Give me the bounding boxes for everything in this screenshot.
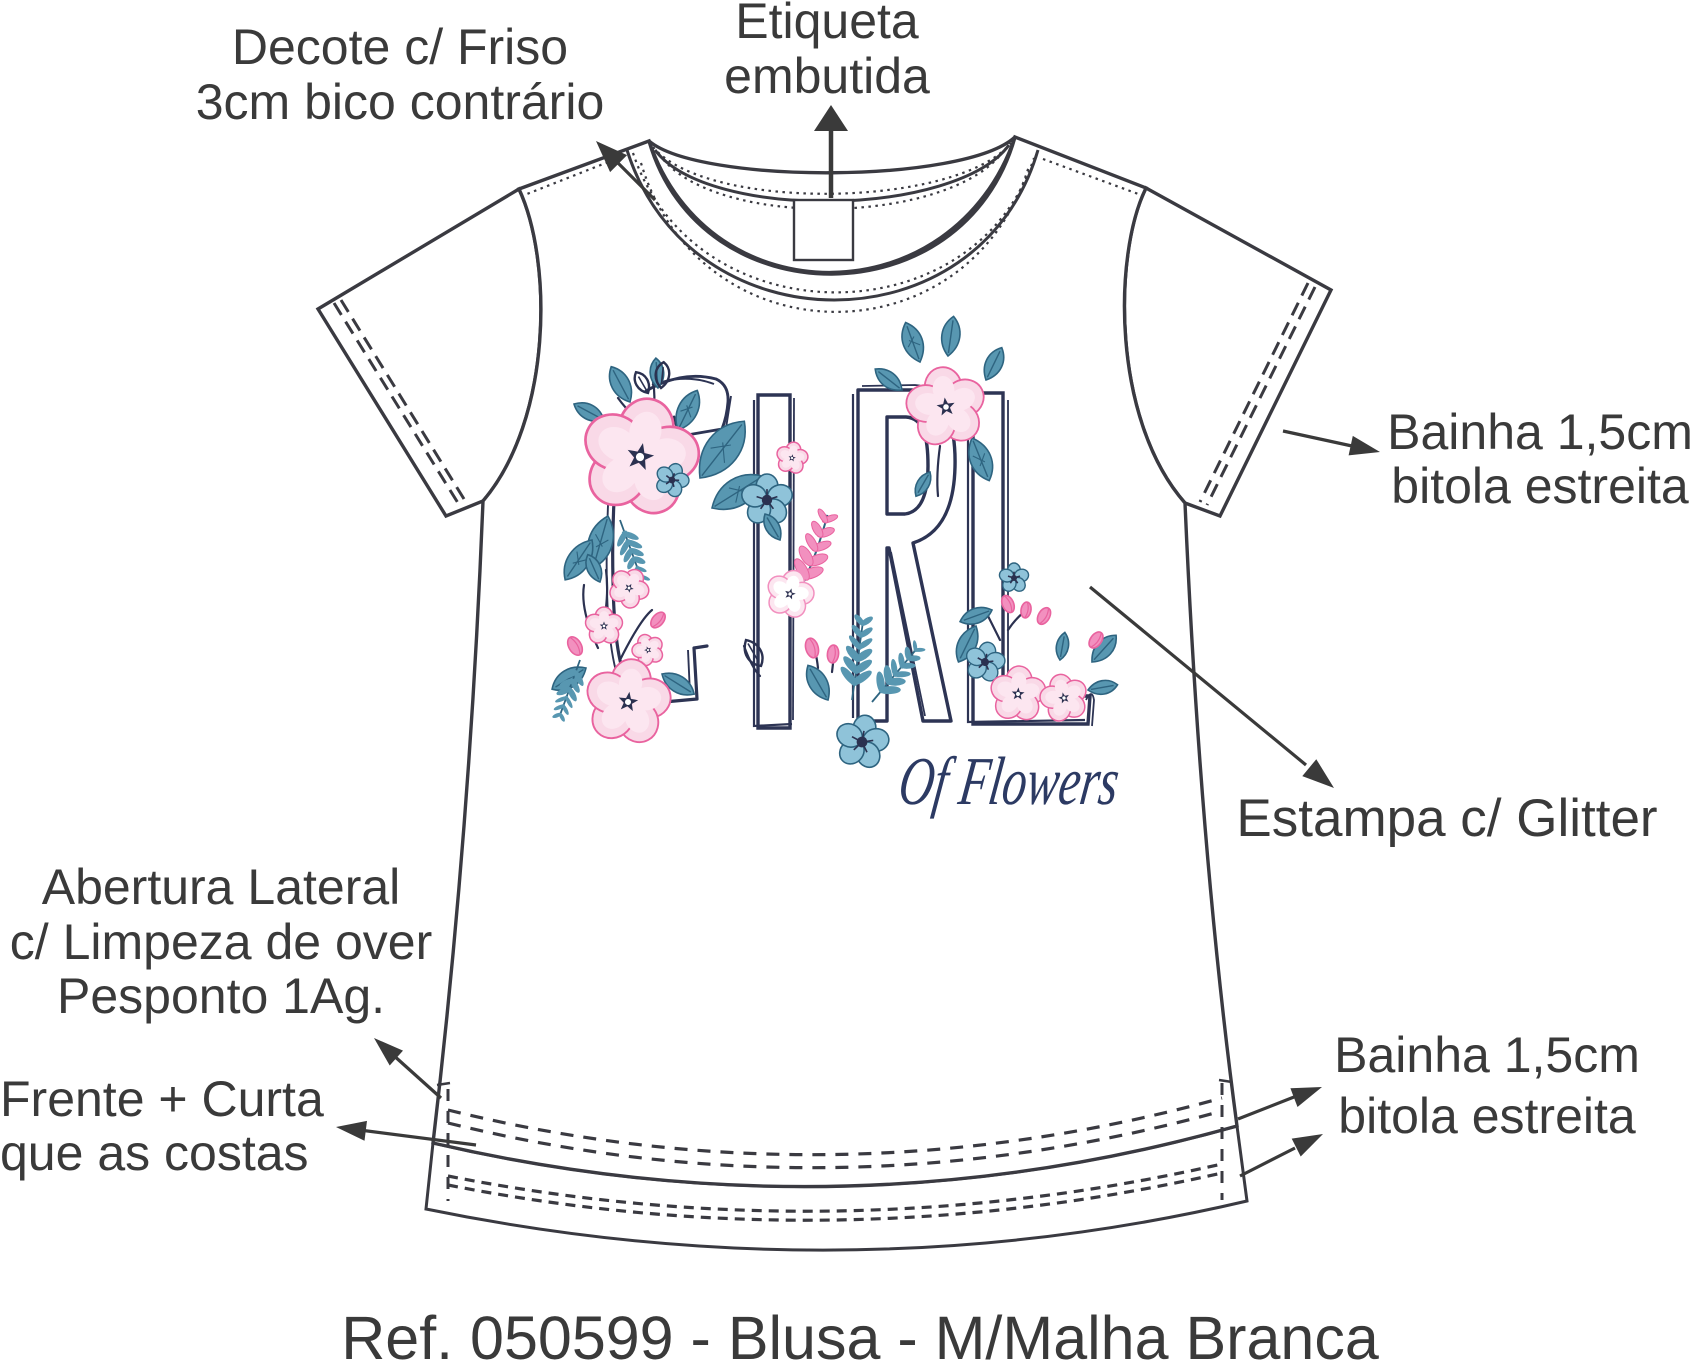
svg-text:Etiqueta: Etiqueta (735, 0, 919, 49)
svg-text:Ref. 050599 - Blusa - M/Malha: Ref. 050599 - Blusa - M/Malha Branca (341, 1304, 1379, 1366)
svg-text:Frente + Curta: Frente + Curta (0, 1071, 324, 1127)
svg-text:Abertura Lateral: Abertura Lateral (42, 859, 401, 915)
svg-text:c/ Limpeza de over: c/ Limpeza de over (10, 914, 432, 970)
svg-text:que as costas: que as costas (0, 1125, 309, 1181)
svg-text:embutida: embutida (724, 48, 930, 104)
svg-text:Bainha 1,5cm: Bainha 1,5cm (1387, 404, 1692, 460)
svg-text:Decote c/ Friso: Decote c/ Friso (232, 19, 568, 75)
svg-text:bitola estreita: bitola estreita (1391, 458, 1689, 514)
svg-text:bitola estreita: bitola estreita (1338, 1088, 1636, 1144)
svg-text:Pesponto 1Ag.: Pesponto 1Ag. (57, 968, 385, 1024)
svg-text:Estampa c/ Glitter: Estampa c/ Glitter (1236, 789, 1657, 848)
svg-text:Of Flowers: Of Flowers (894, 743, 1124, 819)
svg-text:Bainha 1,5cm: Bainha 1,5cm (1334, 1027, 1640, 1083)
svg-text:3cm bico contrário: 3cm bico contrário (196, 74, 605, 130)
